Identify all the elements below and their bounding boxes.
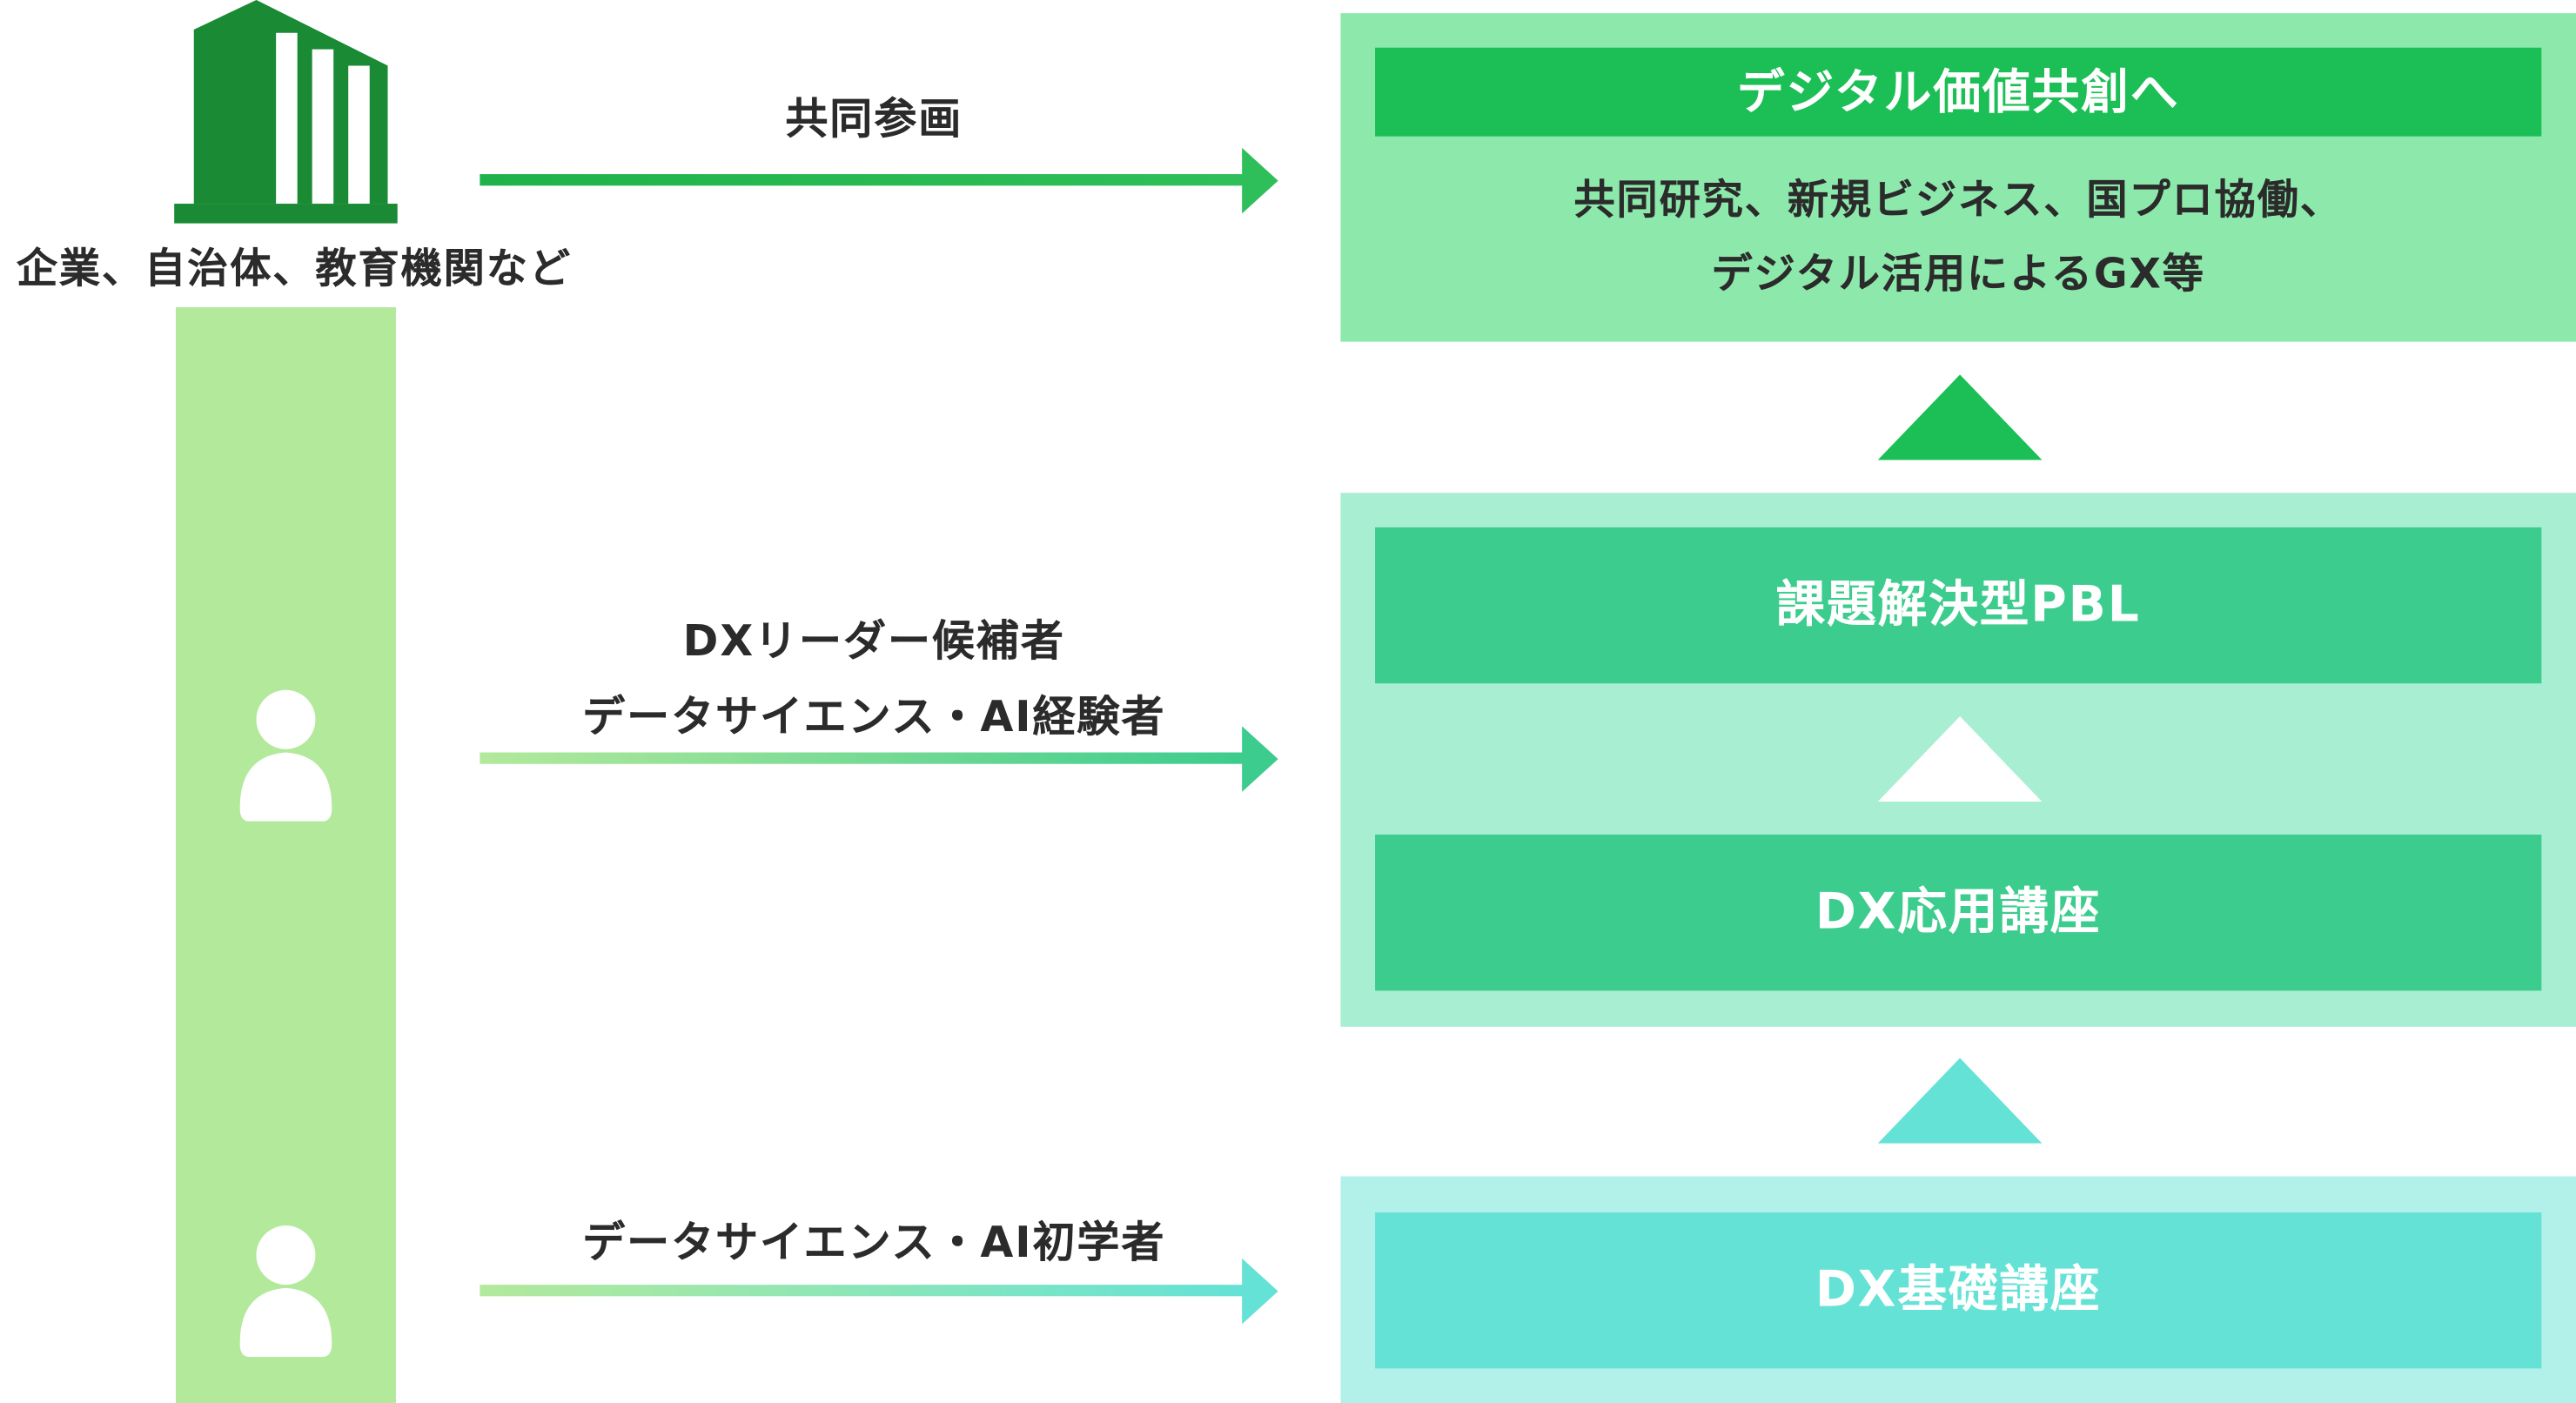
advanced-course: DX応用講座 bbox=[1375, 834, 2542, 991]
arrow-participation bbox=[480, 147, 1278, 214]
goal-description-line2: デジタル活用によるGX等 bbox=[1711, 249, 2205, 298]
arrow-beginner bbox=[480, 1258, 1278, 1325]
pbl-course: 課題解決型PBL bbox=[1375, 527, 2542, 684]
arrow-label-experienced: データサイエンス・AI経験者 bbox=[582, 693, 1166, 743]
person-icon bbox=[239, 1225, 332, 1358]
arrow-label-beginner: データサイエンス・AI初学者 bbox=[582, 1218, 1166, 1269]
goal-title: デジタル価値共創へ bbox=[1375, 47, 2542, 137]
building-icon bbox=[174, 0, 398, 224]
basic-course: DX基礎講座 bbox=[1375, 1212, 2542, 1369]
up-triangle-icon bbox=[1877, 1057, 2043, 1144]
up-triangle-icon bbox=[1877, 715, 2043, 802]
up-triangle-icon bbox=[1877, 374, 2043, 460]
org-label: 企業、自治体、教育機関など bbox=[16, 245, 572, 292]
person-icon bbox=[239, 689, 332, 822]
arrow-label-participation: 共同参画 bbox=[785, 95, 963, 145]
arrow-label-leader: DXリーダー候補者 bbox=[682, 617, 1065, 668]
goal-description-line1: 共同研究、新規ビジネス、国プロ協働、 bbox=[1573, 175, 2343, 224]
people-column bbox=[175, 306, 396, 1403]
arrow-leader bbox=[480, 726, 1278, 792]
